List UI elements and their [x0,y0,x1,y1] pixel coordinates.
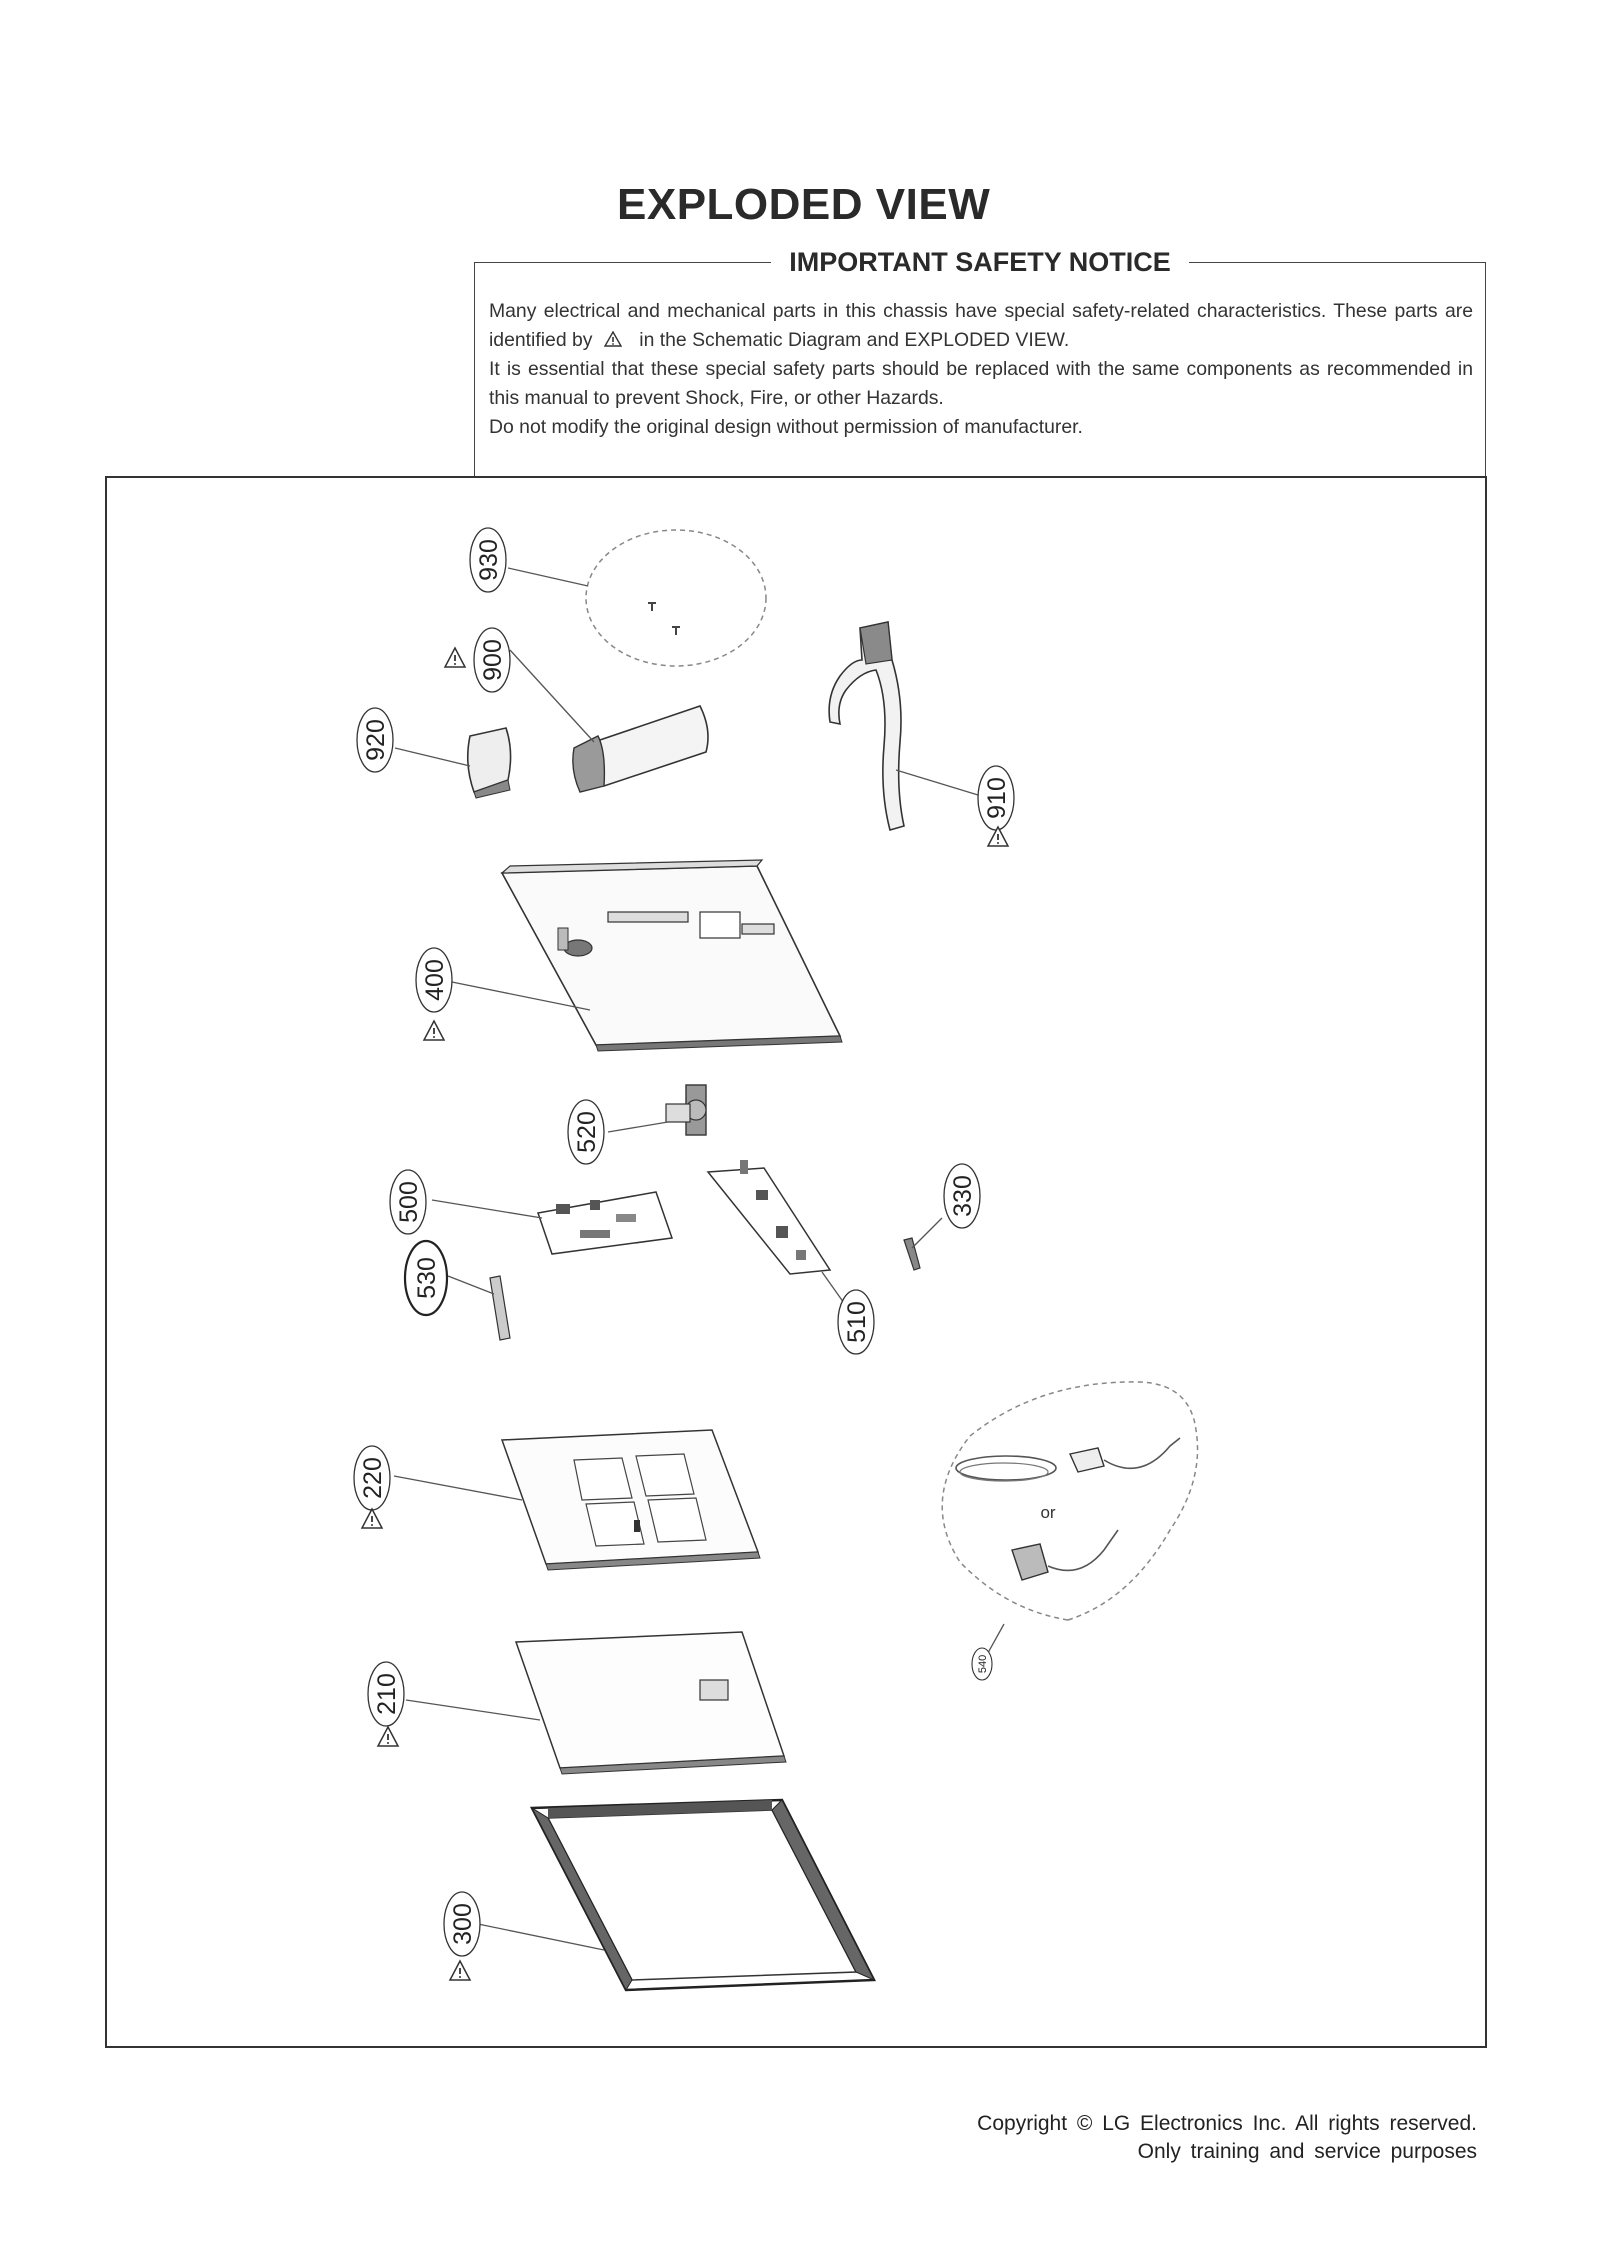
label-900: 900 [444,627,511,693]
label-400-text: 400 [421,959,449,1001]
label-910-text: 910 [983,777,1011,819]
part-510-power-board [706,1160,857,1321]
safety-notice-title-wrap: IMPORTANT SAFETY NOTICE [475,247,1485,278]
part-520-module [607,1084,707,1136]
label-910: 910 [977,765,1015,847]
warning-icon-400 [423,1020,445,1041]
label-930-text: 930 [475,539,503,581]
label-510: 510 [837,1289,875,1355]
label-210: 210 [367,1661,405,1747]
label-920-text: 920 [362,719,390,761]
notice-line-1-pre: Many electrical and mechanical parts in … [489,300,1473,351]
label-500: 500 [389,1169,427,1235]
label-300: 300 [443,1891,481,1981]
part-400-back-cover [441,859,843,1052]
label-900-text: 900 [479,639,507,681]
part-930-screws [507,529,767,667]
label-520: 520 [567,1099,605,1165]
notice-paragraph-1: Many electrical and mechanical parts in … [489,297,1473,355]
label-930: 930 [469,527,507,593]
part-500-main-board [431,1191,674,1255]
label-500-text: 500 [395,1181,423,1223]
warning-triangle-icon [603,331,622,347]
part-210-lcd-panel [405,1631,787,1775]
label-510-text: 510 [843,1301,871,1343]
notice-paragraph-2: It is essential that these special safet… [489,358,1473,409]
label-400: 400 [415,947,453,1041]
warning-icon-910 [987,826,1009,847]
label-920: 920 [356,707,394,773]
warning-icon-900 [444,647,466,668]
label-300-text: 300 [449,1903,477,1945]
safety-notice-body: Many electrical and mechanical parts in … [489,297,1473,442]
adapter-or-label: or [1040,1503,1055,1522]
label-330-text: 330 [949,1175,977,1217]
part-910-stand-base [828,621,979,831]
label-210-text: 210 [373,1673,401,1715]
copyright-block: Copyright © LG Electronics Inc. All righ… [977,2110,1477,2166]
copyright-line-2: Only training and service purposes [1137,2140,1477,2163]
exploded-view-frame [105,476,1487,2048]
part-220-chassis-frame [393,1429,761,1571]
part-330-bracket [903,1217,943,1271]
part-900-stand-neck [509,649,709,793]
label-530-text: 530 [413,1257,441,1299]
page-title: EXPLODED VIEW [617,180,991,229]
label-220-text: 220 [359,1457,387,1499]
label-220: 220 [353,1445,391,1529]
label-530: 530 [403,1239,449,1317]
part-920-cover [394,727,512,799]
label-540-text: 540 [977,1655,989,1673]
warning-icon-210 [377,1726,399,1747]
copyright-line-1: Copyright © LG Electronics Inc. All righ… [977,2112,1477,2135]
warning-icon-300 [449,1960,471,1981]
label-540: 540 [971,1647,993,1681]
part-530-cable [447,1275,511,1341]
notice-paragraph-3: Do not modify the original design withou… [489,416,1083,438]
safety-notice-title: IMPORTANT SAFETY NOTICE [771,247,1189,277]
notice-line-1-post: in the Schematic Diagram and EXPLODED VI… [639,329,1070,351]
label-520-text: 520 [573,1111,601,1153]
label-330: 330 [943,1163,981,1229]
warning-icon-220 [361,1508,383,1529]
safety-notice-box: IMPORTANT SAFETY NOTICE Many electrical … [474,247,1486,476]
part-300-front-bezel [477,1798,877,1992]
part-540-adapter-group [941,1381,1199,1661]
